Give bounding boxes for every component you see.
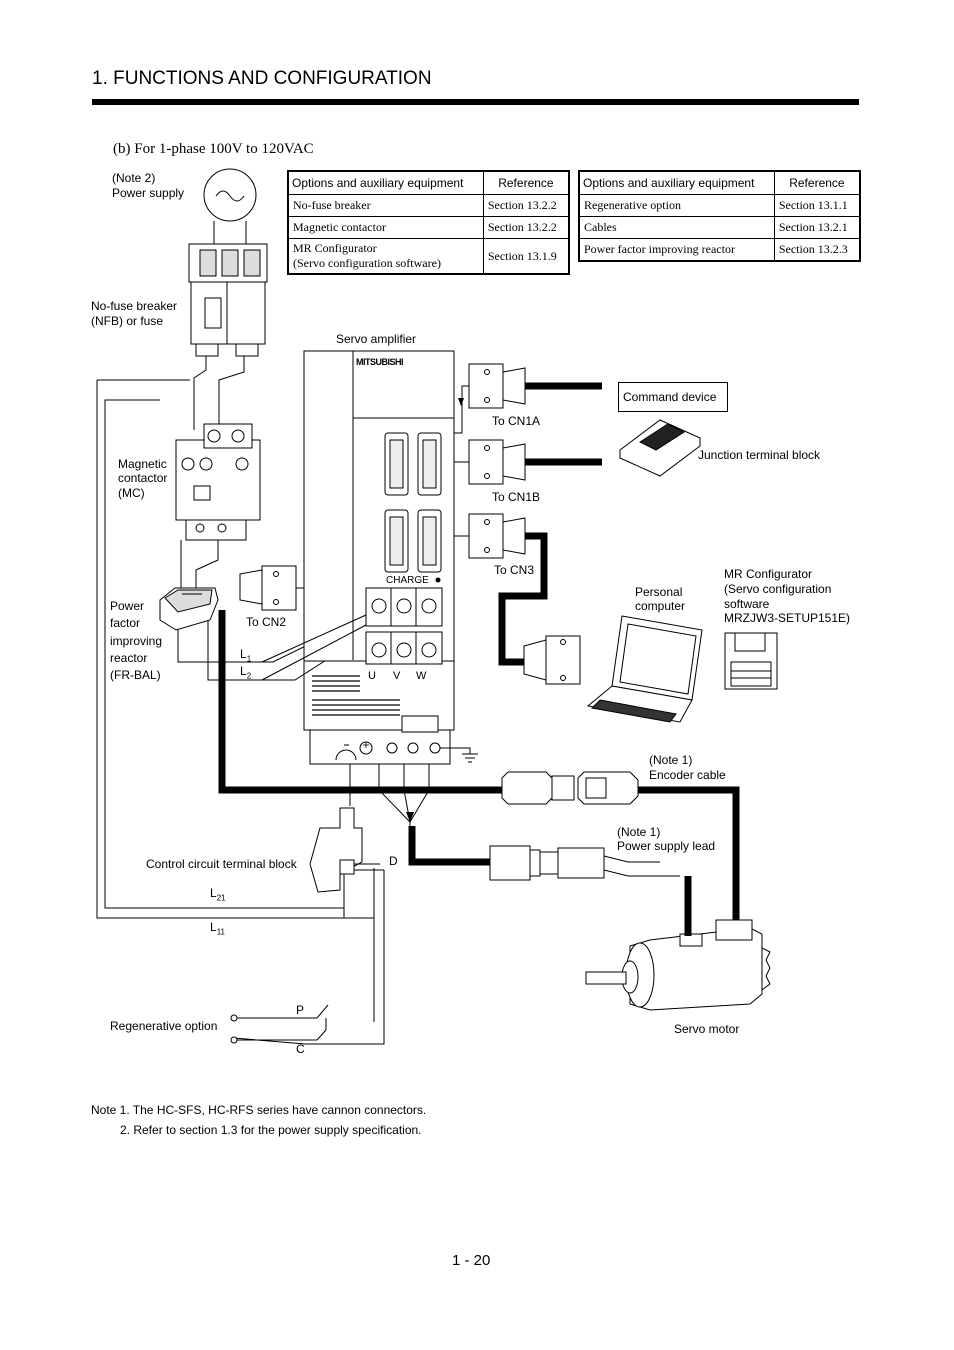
pfr-label: Power (110, 599, 145, 613)
options-table-left: Options and auxiliary equipment Referenc… (287, 170, 570, 275)
note2-label: (Note 2) (112, 171, 156, 185)
ac-power-supply-icon (203, 168, 257, 245)
footnote-2: 2. Refer to section 1.3 for the power su… (120, 1123, 422, 1137)
charge-label: CHARGE (386, 575, 429, 586)
table-row: Cables Section 13.2.1 (578, 216, 861, 239)
table-cell: Section 13.2.3 (773, 238, 861, 262)
servo-motor-label: Servo motor (674, 1022, 740, 1036)
control-circuit-terminal-block-icon (309, 807, 384, 893)
servo-amplifier-icon (303, 350, 478, 765)
floppy-disk-icon (724, 632, 778, 690)
pfr-label-2: factor (110, 616, 141, 630)
control-terminal-block-label: Control circuit terminal block (146, 857, 297, 871)
table-header: Reference (773, 170, 861, 195)
table-header: Reference (482, 170, 570, 195)
junction-terminal-block-label: Junction terminal block (698, 448, 821, 462)
table-cell: Section 13.2.2 (482, 216, 570, 239)
l11-label: L11 (210, 920, 225, 937)
w-terminal-label: W (416, 670, 427, 682)
page-title: 1. FUNCTIONS AND CONFIGURATION (92, 68, 432, 89)
pfr-label-3: improving (110, 634, 163, 648)
p-terminal-label: P (296, 1003, 305, 1017)
cn2-connector-icon (239, 549, 387, 611)
mc-label: Magnetic (118, 457, 167, 471)
mr-configurator-label-2: (Servo configuration (724, 582, 832, 596)
table-cell: No-fuse breaker (287, 194, 484, 217)
table-row: MR Configurator (Servo configuration sof… (287, 238, 570, 275)
brand-label: MITSUBISHI (356, 357, 404, 367)
cn1a-connector-icon (468, 363, 526, 409)
d-terminal-label: D (389, 854, 398, 868)
mr-configurator-label: MR Configurator (724, 567, 813, 581)
table-cell: Power factor improving reactor (578, 238, 775, 262)
l1-label: L1 (240, 647, 252, 664)
encoder-cable-connector-icon (501, 771, 639, 805)
l21-label: L21 (210, 886, 226, 903)
cn3-connector-icon (468, 513, 526, 559)
power-factor-reactor-icon (159, 587, 219, 631)
to-cn3-label: To CN3 (494, 563, 535, 577)
regenerative-option-label: Regenerative option (110, 1019, 218, 1033)
nfb-label-2: (NFB) or fuse (91, 314, 164, 328)
encoder-cable-label: Encoder cable (649, 768, 726, 782)
table-header: Options and auxiliary equipment (578, 170, 775, 195)
servo-motor-icon (585, 919, 771, 1011)
personal-computer-label: Personal (635, 585, 683, 599)
to-cn2-label: To CN2 (246, 615, 287, 629)
table-cell: Cables (578, 216, 775, 239)
magnetic-contactor-icon (175, 423, 261, 541)
options-table-right: Options and auxiliary equipment Referenc… (578, 170, 861, 262)
mr-configurator-label-3: software (724, 597, 770, 611)
table-cell: Section 13.2.2 (482, 194, 570, 217)
power-supply-lead-connector-icon (489, 845, 680, 881)
v-terminal-label: V (393, 670, 401, 682)
section-subtitle: (b) For 1-phase 100V to 120VAC (113, 141, 314, 157)
nfb-label: No-fuse breaker (91, 299, 178, 313)
power-supply-lead-label: Power supply lead (617, 839, 716, 853)
mc-label-3: (MC) (118, 486, 145, 500)
to-cn1a-label: To CN1A (492, 414, 541, 428)
personal-computer-icon (586, 615, 703, 723)
junction-terminal-block-icon (619, 419, 701, 477)
header-rule (92, 99, 859, 105)
table-cell: Section 13.2.1 (773, 216, 861, 239)
mc-label-2: contactor (118, 471, 168, 485)
pc-connector-icon (523, 635, 581, 685)
command-device-label: Command device (623, 390, 717, 404)
table-header: Options and auxiliary equipment (287, 170, 484, 195)
table-cell: Section 13.1.9 (482, 238, 570, 275)
encoder-note-label: (Note 1) (649, 753, 693, 767)
u-terminal-label: U (368, 670, 376, 682)
power-supply-label: Power supply (112, 186, 185, 200)
cn1b-connector-icon (468, 439, 526, 485)
servo-amplifier-label: Servo amplifier (336, 332, 417, 346)
table-cell: Regenerative option (578, 194, 775, 217)
table-row: Power factor improving reactor Section 1… (578, 238, 861, 262)
table-row: Magnetic contactor Section 13.2.2 (287, 216, 570, 239)
pfr-label-5: (FR-BAL) (110, 668, 161, 682)
l2-label: L2 (240, 664, 252, 681)
personal-computer-label-2: computer (635, 599, 686, 613)
to-cn1b-label: To CN1B (492, 490, 541, 504)
table-cell: MR Configurator (Servo configuration sof… (287, 238, 484, 275)
no-fuse-breaker-icon (188, 243, 268, 357)
pfr-label-4: reactor (110, 651, 148, 665)
command-device-box: Command device (618, 382, 728, 412)
page-number: 1 - 20 (452, 1252, 491, 1269)
power-lead-note-label: (Note 1) (617, 825, 661, 839)
table-cell: Magnetic contactor (287, 216, 484, 239)
table-row: No-fuse breaker Section 13.2.2 (287, 194, 570, 217)
mr-configurator-label-4: MRZJW3-SETUP151E) (724, 611, 851, 625)
footnote-1: Note 1. The HC-SFS, HC-RFS series have c… (91, 1103, 427, 1117)
c-terminal-label: C (296, 1042, 305, 1056)
table-row: Regenerative option Section 13.1.1 (578, 194, 861, 217)
